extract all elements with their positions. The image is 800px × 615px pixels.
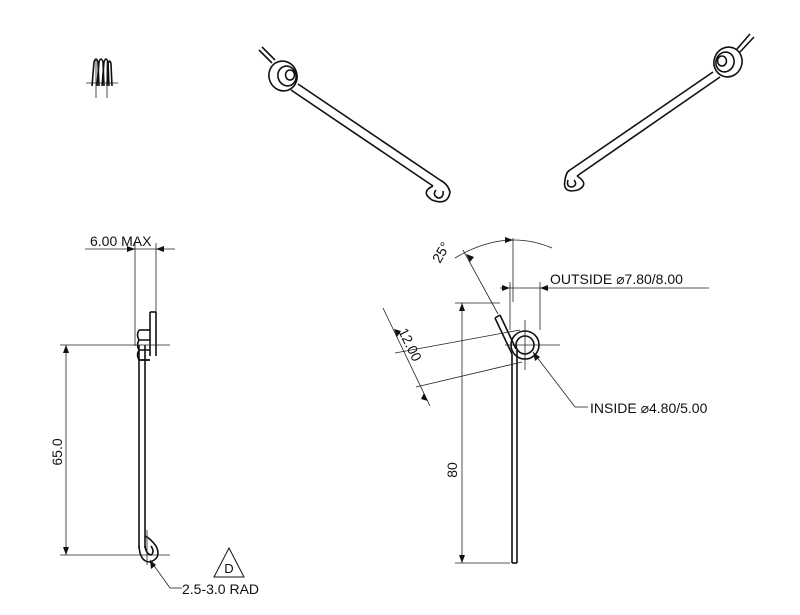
overall-length-label: 80 (444, 462, 460, 478)
end-radius-label: 2.5-3.0 RAD (182, 581, 259, 597)
outside-diameter-label: OUTSIDE ⌀7.80/8.00 (550, 271, 683, 287)
spring-end-view (86, 58, 118, 98)
spring-side-view: OUTSIDE ⌀7.80/8.00 25° 12.00 INSIDE ⌀4.8… (382, 237, 709, 564)
spring-front-view: 6.00 MAX 65.0 2.5-3.0 RAD D (49, 233, 259, 597)
offset-label: 12.00 (395, 325, 425, 364)
revision-label: D (224, 561, 233, 576)
spring-iso-view-left (258, 46, 451, 203)
max-width-label: 6.00 MAX (90, 233, 152, 249)
inside-diameter-label: INSIDE ⌀4.80/5.00 (590, 400, 708, 416)
body-length-label: 65.0 (49, 438, 65, 465)
angle-label: 25° (429, 239, 453, 265)
spring-iso-view-right (563, 33, 755, 192)
